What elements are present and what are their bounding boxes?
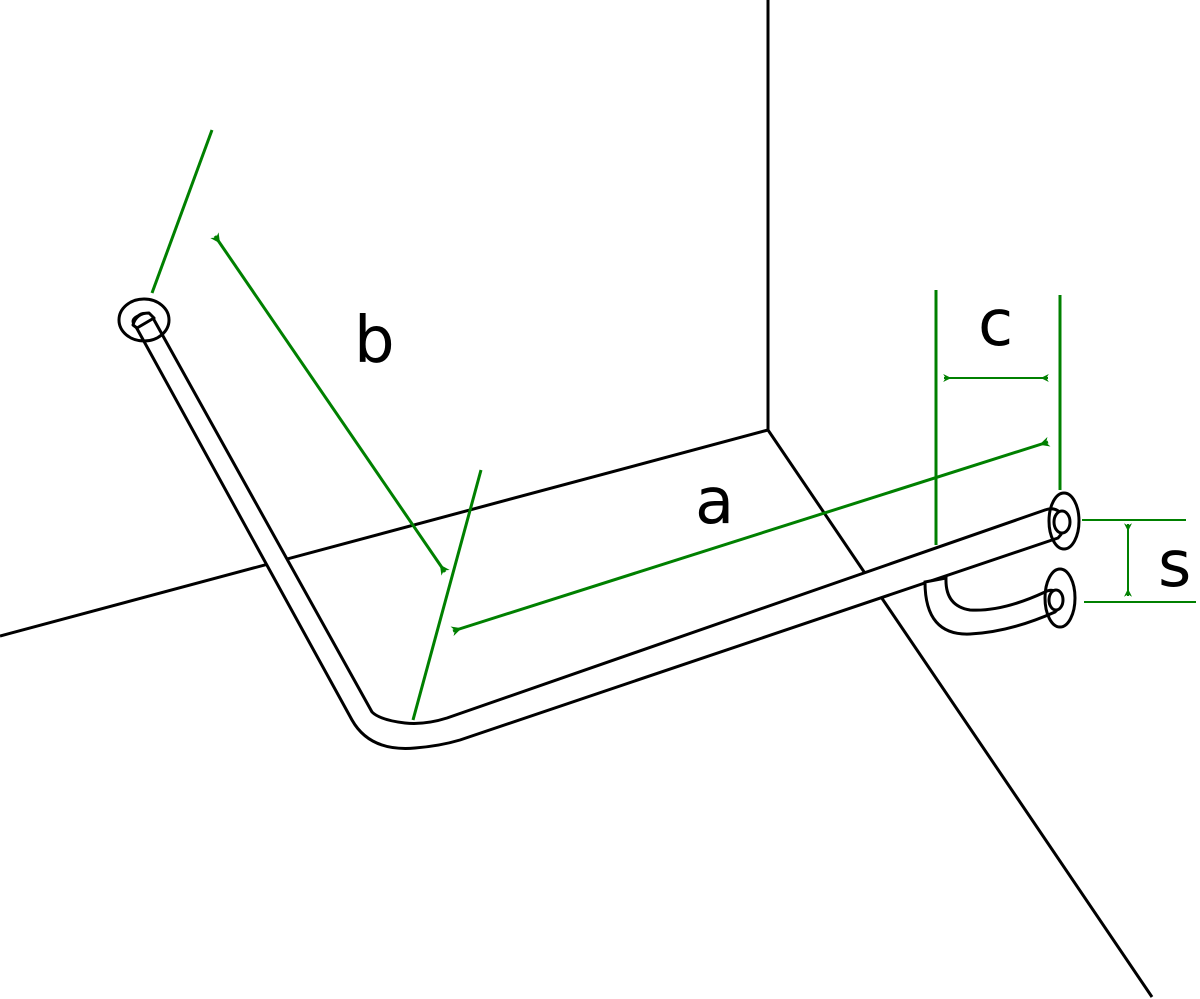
grab-bar-body bbox=[131, 311, 1066, 750]
label-b: b bbox=[354, 304, 395, 378]
dimension-arrow-a bbox=[450, 436, 1051, 637]
dimension-labels: b a c s bbox=[354, 287, 1191, 602]
extension-line-b-top bbox=[150, 129, 214, 294]
dimension-lines bbox=[150, 129, 1196, 721]
top-left-bar-end bbox=[131, 311, 156, 330]
label-s: s bbox=[1158, 528, 1191, 602]
right-bar-end bbox=[1052, 509, 1072, 535]
extension-line-b-bottom bbox=[411, 469, 483, 721]
label-c: c bbox=[978, 287, 1013, 361]
top-left-mounting-flange bbox=[117, 297, 171, 343]
wall-floor-edge-right bbox=[766, 429, 1154, 998]
u-bracket bbox=[923, 567, 1077, 636]
room-corner bbox=[0, 0, 1154, 998]
u-bracket-body bbox=[923, 576, 1062, 636]
dimension-arrow-b bbox=[210, 232, 450, 576]
wall-floor-edge-left bbox=[0, 428, 769, 638]
u-bracket-end bbox=[1047, 588, 1065, 612]
label-a: a bbox=[695, 465, 734, 539]
